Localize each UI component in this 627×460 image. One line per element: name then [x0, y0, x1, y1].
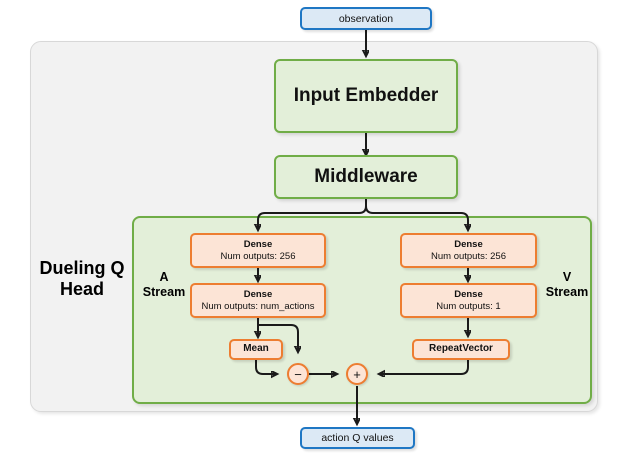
add-operator-node: + — [346, 363, 368, 385]
repeat-vector-label: RepeatVector — [429, 343, 493, 355]
middleware-node: Middleware — [274, 155, 458, 199]
v-stream-label-line2: Stream — [545, 285, 589, 299]
a-stream-dense-1-title: Dense — [243, 238, 273, 250]
repeat-vector-node: RepeatVector — [412, 339, 510, 360]
observation-node: observation — [300, 7, 432, 30]
a-stream-dense-2-subtitle: Num outputs: num_actions — [201, 300, 315, 312]
a-stream-label: A Stream — [140, 270, 188, 304]
input-embedder-node: Input Embedder — [274, 59, 458, 133]
a-stream-label-line2: Stream — [142, 285, 186, 299]
input-embedder-label: Input Embedder — [293, 85, 439, 106]
a-stream-dense-1: Dense Num outputs: 256 — [190, 233, 326, 268]
v-stream-label-line1: V — [562, 270, 572, 284]
subtract-operator-symbol: − — [294, 366, 302, 382]
v-stream-label: V Stream — [541, 270, 593, 304]
add-operator-symbol: + — [353, 366, 361, 382]
v-stream-dense-2: Dense Num outputs: 1 — [400, 283, 537, 318]
action-q-values-label: action Q values — [321, 432, 394, 444]
dueling-q-head-label-line2: Head — [59, 278, 104, 299]
mean-node: Mean — [229, 339, 283, 360]
a-stream-label-line1: A — [159, 270, 169, 284]
action-q-values-node: action Q values — [300, 427, 415, 449]
dueling-q-head-label-line1: Dueling Q — [39, 258, 125, 278]
v-stream-dense-2-title: Dense — [454, 288, 483, 300]
v-stream-dense-1-subtitle: Num outputs: 256 — [431, 250, 506, 262]
middleware-label: Middleware — [314, 166, 418, 187]
mean-label: Mean — [243, 343, 269, 355]
a-stream-dense-2-title: Dense — [243, 288, 273, 300]
v-stream-dense-1: Dense Num outputs: 256 — [400, 233, 537, 268]
dueling-q-head-label: Dueling Q Head — [33, 258, 131, 306]
observation-label: observation — [338, 12, 394, 25]
a-stream-dense-2: Dense Num outputs: num_actions — [190, 283, 326, 318]
v-stream-dense-1-title: Dense — [454, 238, 483, 250]
subtract-operator-node: − — [287, 363, 309, 385]
v-stream-dense-2-subtitle: Num outputs: 1 — [436, 300, 501, 312]
a-stream-dense-1-subtitle: Num outputs: 256 — [220, 250, 296, 262]
